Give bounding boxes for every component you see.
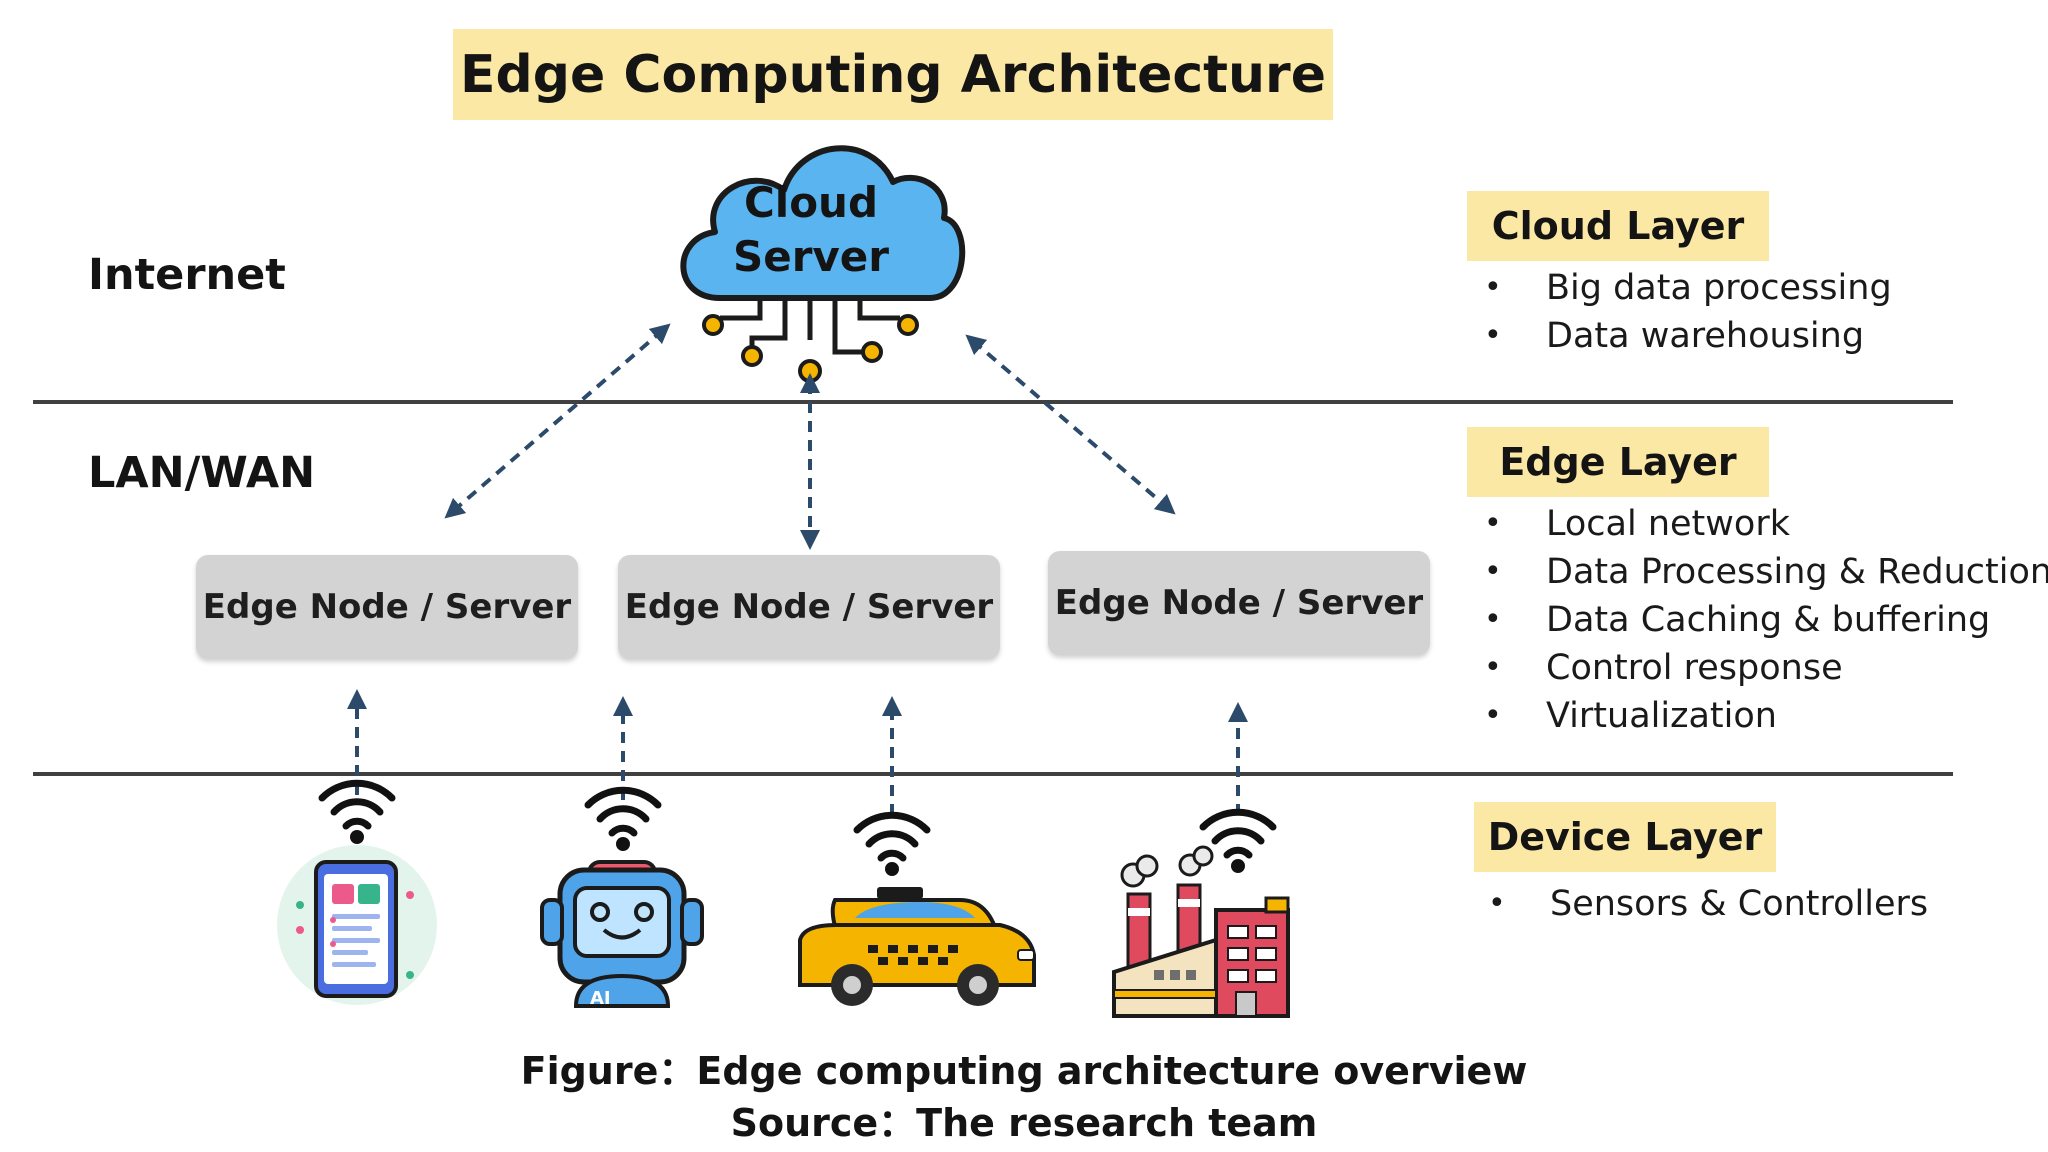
lan-wan-zone-label: LAN/WAN bbox=[88, 448, 316, 498]
internet-zone-label: Internet bbox=[88, 250, 286, 300]
device-layer-tag: Device Layer bbox=[1474, 802, 1776, 872]
ai-robot-icon: AI bbox=[540, 860, 704, 1009]
source-caption: Source：The research team bbox=[730, 1101, 1318, 1145]
lan-device-divider bbox=[33, 772, 1953, 776]
list-item: Data Caching & buffering bbox=[1484, 596, 2048, 644]
wifi-icon bbox=[1199, 808, 1277, 859]
factory-icon bbox=[1112, 845, 1290, 1018]
edge-layer-list: Local network Data Processing & Reductio… bbox=[1484, 500, 2048, 740]
list-item: Big data processing bbox=[1484, 264, 1892, 312]
list-item: Virtualization bbox=[1484, 692, 2048, 740]
edge-node-2: Edge Node / Server bbox=[618, 555, 1000, 659]
cloud-server-icon bbox=[680, 145, 966, 383]
edge-node-1: Edge Node / Server bbox=[196, 555, 578, 659]
wifi-icon bbox=[853, 811, 931, 862]
wifi-icon bbox=[584, 786, 662, 837]
svg-text:AI: AI bbox=[590, 988, 611, 1009]
figure-caption: Figure：Edge computing architecture overv… bbox=[520, 1049, 1528, 1093]
edge-node-3: Edge Node / Server bbox=[1048, 551, 1430, 655]
diagram-title: Edge Computing Architecture bbox=[453, 29, 1333, 120]
wifi-icon bbox=[318, 779, 396, 830]
cloud-label-line1: Cloud bbox=[743, 178, 879, 227]
list-item: Data warehousing bbox=[1484, 312, 1892, 360]
cloud-layer-list: Big data processing Data warehousing bbox=[1484, 264, 1892, 360]
cloud-label-line2: Server bbox=[732, 232, 890, 281]
cloud-layer-tag: Cloud Layer bbox=[1467, 191, 1769, 261]
smartphone-icon bbox=[277, 845, 437, 1005]
list-item: Data Processing & Reduction bbox=[1484, 548, 2048, 596]
edge-layer-tag: Edge Layer bbox=[1467, 427, 1769, 497]
list-item: Local network bbox=[1484, 500, 2048, 548]
list-item: Control response bbox=[1484, 644, 2048, 692]
list-item: Sensors & Controllers bbox=[1488, 880, 1928, 928]
device-layer-list: Sensors & Controllers bbox=[1488, 880, 1928, 928]
taxi-icon bbox=[798, 887, 1036, 1006]
